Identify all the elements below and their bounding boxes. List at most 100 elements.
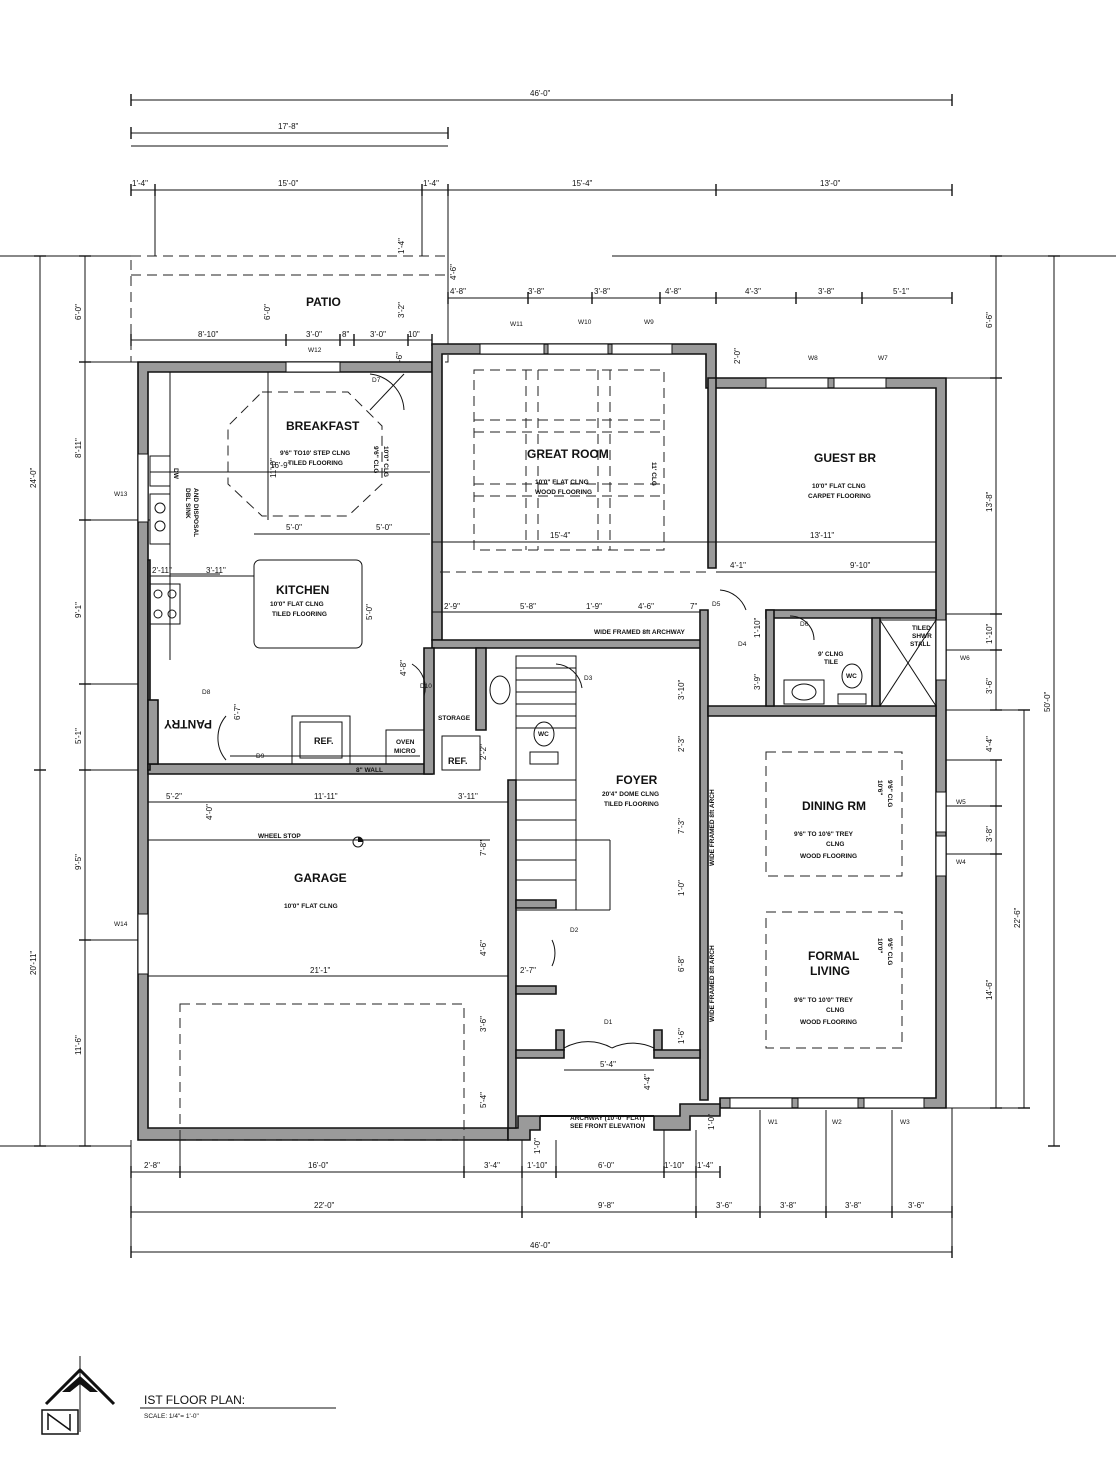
- dim-39: 3'-9": [753, 674, 762, 690]
- dim-7: 7": [690, 602, 697, 611]
- tag-w4: W4: [956, 859, 966, 866]
- tag-w14: W14: [114, 921, 128, 928]
- guest-br-note-1: 10'0" FLAT CLNG: [812, 483, 866, 490]
- breakfast-note-2: TILED FLOORING: [288, 460, 343, 467]
- dim-67: 6'-7": [233, 704, 242, 720]
- dim-r-110: 1'-10": [985, 623, 994, 644]
- left-dimensions: 24'-0" 20'-11" 6'-0" 8'-11" 9'-1" 5'-1" …: [0, 255, 150, 1147]
- wc-label-1: WC: [538, 731, 549, 738]
- wheel-stop-label: WHEEL STOP: [258, 833, 301, 840]
- din-clg-1: 10'6": [876, 780, 883, 795]
- dim-b3: 3'-4": [484, 1161, 500, 1170]
- dim-t11: 3'-8": [818, 287, 834, 296]
- room-kitchen: KITCHEN: [276, 583, 329, 597]
- title-block: IST FLOOR PLAN: SCALE: 1/4"= 1'-0": [41, 1356, 336, 1435]
- dining-note-2: CLNG: [826, 841, 844, 848]
- tag-d1: D1: [604, 1019, 613, 1026]
- formal-note-3: WOOD FLOORING: [800, 1019, 857, 1026]
- dim-19: 1'-9": [586, 602, 602, 611]
- dim-patio-h4: 4'-6": [449, 264, 458, 280]
- dim-r-226: 22'-6": [1013, 907, 1022, 928]
- tags: W1 W2 W3 W4 W5 W6 W7 W8 W9 W10 W11 W12 W…: [114, 319, 970, 1126]
- dim-l-811: 8'-11": [74, 438, 83, 458]
- dim-23: 2'-3": [677, 736, 686, 752]
- plan-scale: SCALE: 1/4"= 1'-0": [144, 1413, 200, 1420]
- great-room-note-2: WOOD FLOORING: [535, 489, 592, 496]
- room-breakfast: BREAKFAST: [286, 419, 360, 433]
- liv-clg-2: 9'6" CLG: [886, 938, 893, 965]
- dim-t17: 10": [408, 330, 420, 339]
- great-clg-label: 11' CLG: [650, 462, 657, 486]
- dim-t13: 8'-10": [198, 330, 219, 339]
- dim-b6: 1'-10": [664, 1161, 685, 1170]
- dim-t16: 3'-0": [370, 330, 386, 339]
- dim-463: 4'-6": [479, 940, 488, 956]
- dim-52: 5'-2": [166, 792, 182, 801]
- dim-overall-bottom: 46'-0": [530, 1241, 551, 1250]
- dim-bk-h: 11'-0": [269, 458, 278, 478]
- tag-w8: W8: [808, 355, 818, 362]
- dim-b10: 3'-6": [716, 1201, 732, 1210]
- misc-labels: REF. REF. OVEN MICRO DW DBL SINK AND DIS…: [172, 446, 932, 1130]
- shower-label-1: TILED: [912, 625, 931, 632]
- guest-br-note-2: CARPET FLOORING: [808, 493, 871, 500]
- dim-gbr-w: 13'-11": [810, 531, 834, 540]
- plan-title: IST FLOOR PLAN:: [144, 1393, 245, 1407]
- dim-t2: 15'-0": [278, 179, 299, 188]
- room-foyer: FOYER: [616, 773, 658, 787]
- foyer-note-1: 20'4" DOME CLNG: [602, 791, 659, 798]
- bottom-dimensions: 2'-8" 16'-0" 3'-4" 1'-10" 6'-0" 1'-10" 1…: [130, 1108, 953, 1258]
- archway-top-label: WIDE FRAMED 8ft ARCHWAY: [594, 629, 686, 636]
- din-clg-2: 9'6" CLG: [886, 780, 893, 807]
- dim-b13: 3'-6": [908, 1201, 924, 1210]
- dim-311: 3'-11": [458, 792, 478, 801]
- dim-t14: 3'-0": [306, 330, 322, 339]
- dim-k4: 3'-11": [206, 566, 226, 575]
- bk-clg-1: 9'6" CLG: [372, 446, 379, 473]
- dim-46: 4'-6": [638, 602, 654, 611]
- tag-w2: W2: [832, 1119, 842, 1126]
- dim-b1: 2'-8": [144, 1161, 160, 1170]
- dim-22: 2'-2": [479, 744, 488, 760]
- dim-36: 3'-6": [479, 1016, 488, 1032]
- tag-d8: D8: [202, 689, 211, 696]
- tag-w11: W11: [510, 321, 523, 328]
- garage-note-1: 10'0" FLAT CLNG: [284, 903, 338, 910]
- dim-16: 1'-6": [677, 1028, 686, 1044]
- formal-note-1: 9'6" TO 10'0" TREY: [794, 997, 854, 1004]
- tag-w1: W1: [768, 1119, 778, 1126]
- dim-bk-w: 16'-9": [270, 461, 291, 470]
- tag-w3: W3: [900, 1119, 910, 1126]
- dim-t10: 4'-3": [745, 287, 761, 296]
- sink-label: DBL SINK: [184, 488, 191, 519]
- dim-310: 3'-10": [677, 679, 686, 700]
- dim-k5: 5'-0": [365, 604, 374, 620]
- dim-r-38: 3'-8": [985, 826, 994, 842]
- tag-d5: D5: [712, 601, 721, 608]
- arch-left-1: WIDE FRAMED 8ft ARCH: [709, 789, 716, 866]
- breakfast-note-1: 9'6" TO10' STEP CLNG: [280, 450, 350, 457]
- dim-10: 1'-0": [677, 880, 686, 896]
- room-storage: STORAGE: [438, 715, 471, 722]
- bath-note-1: 9' CLNG: [818, 651, 843, 658]
- dim-patio-h5: 1'-6": [395, 352, 404, 368]
- north-arrow-icon: [41, 1356, 116, 1435]
- dim-k2: 5'-0": [376, 523, 392, 532]
- liv-clg-1: 10'0": [876, 938, 883, 953]
- dim-b9: 9'-8": [598, 1201, 614, 1210]
- patio: PATIO 6'-0" 3'-2" 1'-4" 4'-6" 1'-6": [130, 190, 458, 368]
- dim-b4: 1'-10": [527, 1161, 548, 1170]
- dim-patio-h2: 3'-2": [397, 302, 406, 318]
- tag-w12: W12: [308, 347, 322, 354]
- dim-r-146: 14'-6": [985, 979, 994, 1000]
- dim-patio-width: 17'-8": [278, 122, 299, 131]
- tag-d7: D7: [372, 377, 381, 384]
- tag-d4: D4: [738, 641, 747, 648]
- dim-r-500: 50'-0": [1043, 691, 1052, 712]
- dim-910: 9'-10": [850, 561, 871, 570]
- front-arch-label-2: SEE FRONT ELEVATION: [570, 1123, 646, 1130]
- dim-68: 6'-8": [677, 956, 686, 972]
- dim-l-116: 11'-6": [74, 1035, 83, 1055]
- dim-10c: 1'-0": [707, 1114, 716, 1130]
